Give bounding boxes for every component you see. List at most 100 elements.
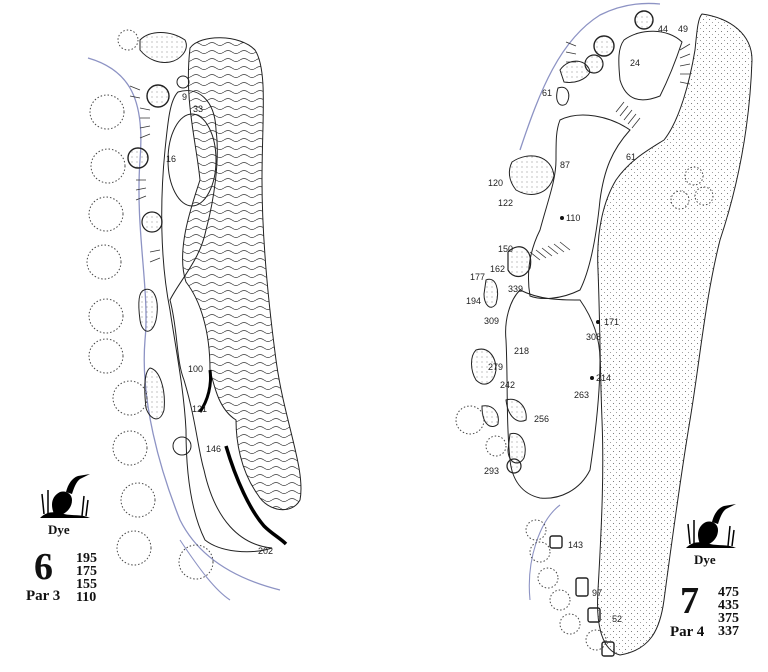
bunker	[481, 405, 499, 428]
yardage-label: 263	[574, 390, 589, 400]
yardage-label: 293	[484, 466, 499, 476]
hole7-yardages: 475 435 375 337	[718, 585, 739, 639]
bunker	[556, 86, 570, 106]
bunker	[507, 246, 532, 278]
bunker	[634, 10, 654, 30]
yardage-label: 61	[542, 88, 552, 98]
yardage-label: 339	[508, 284, 523, 294]
yardage-label: 146	[206, 444, 221, 454]
bunker	[507, 432, 526, 464]
yardage-label: 16	[166, 154, 176, 164]
yardage-label: 194	[466, 296, 481, 306]
hole6-number: 6	[34, 546, 53, 588]
yardage-label: 218	[514, 346, 529, 356]
hole7-waste-area	[597, 13, 753, 656]
yardage-tee: 435	[718, 598, 739, 613]
bunker	[505, 398, 527, 422]
yardage-label: 162	[490, 264, 505, 274]
tee-box	[575, 577, 589, 597]
bunker	[139, 32, 187, 63]
bunker	[146, 84, 170, 108]
hole6-water-hazard	[182, 37, 302, 510]
bunker	[506, 458, 522, 474]
hole-7-map: 44 49 24 61 61 87 120 122 110 150 162 17…	[455, 2, 753, 657]
hole6-hatches	[129, 85, 161, 263]
hole7-trees	[455, 166, 714, 651]
hole6-par: Par 3	[26, 588, 61, 604]
hole7-number: 7	[680, 580, 699, 622]
hole6-trees	[86, 29, 214, 580]
hole6-yardage-labels: 9 33 16 100 121 146 202	[166, 92, 273, 556]
yardage-label: 308	[586, 332, 601, 342]
tee-box	[587, 607, 601, 623]
hole6-bulkhead-2	[224, 445, 288, 546]
yardage-label: 120	[488, 178, 503, 188]
hole7-water-line-top	[519, 2, 661, 151]
heron-logo-icon	[40, 474, 90, 518]
hole-6-map: 9 33 16 100 121 146 202	[86, 29, 302, 601]
hole7-markers	[560, 216, 600, 380]
yardage-label: 110	[566, 213, 580, 223]
bunker	[508, 155, 555, 195]
bunker	[144, 367, 165, 420]
hole6-water-line-bottom	[179, 539, 231, 601]
bunker	[471, 348, 497, 385]
yardage-label: 33	[193, 104, 203, 114]
bunker	[176, 75, 190, 89]
yardage-tee: 110	[76, 590, 97, 605]
yardage-label: 177	[470, 272, 485, 282]
hole7-designer: Dye	[694, 552, 716, 567]
heron-logo-icon	[686, 504, 736, 548]
yardage-tee: 155	[76, 577, 97, 592]
yardage-label: 9	[182, 92, 187, 102]
yardage-label: 97	[592, 588, 602, 598]
hole7-yardage-labels: 44 49 24 61 61 87 120 122 110 150 162 17…	[466, 24, 688, 624]
hole6-designer: Dye	[48, 522, 70, 537]
hole7-par: Par 4	[670, 624, 705, 640]
bunker	[559, 60, 591, 83]
bunker	[593, 35, 615, 57]
hole7-bunkers	[471, 10, 654, 474]
yardage-tee: 375	[718, 611, 739, 626]
yardage-label: 52	[612, 614, 622, 624]
bunker	[138, 288, 158, 332]
hole7-fairway	[505, 30, 683, 499]
bunker	[172, 436, 192, 456]
yardage-label: 87	[560, 160, 570, 170]
yardage-label: 309	[484, 316, 499, 326]
hole7-water-line-bottom	[528, 504, 561, 601]
yardage-label: 61	[626, 152, 636, 162]
hole6-green	[167, 113, 217, 207]
hole6-water-line-left	[87, 57, 281, 591]
bunker	[483, 278, 499, 308]
hole6-yardages: 195 175 155 110	[76, 551, 97, 605]
yardage-label: 242	[500, 380, 515, 390]
bunker	[127, 147, 149, 169]
yardage-label: 100	[188, 364, 203, 374]
yardage-label: 49	[678, 24, 688, 34]
yardage-tee: 195	[76, 551, 97, 566]
yardage-label: 24	[630, 58, 640, 68]
yardage-label: 150	[498, 244, 513, 254]
yardage-label: 44	[658, 24, 668, 34]
hole6-bunkers	[127, 32, 192, 456]
yardage-label: 279	[488, 362, 503, 372]
yardage-tee: 475	[718, 585, 739, 600]
yardage-label: 143	[568, 540, 583, 550]
yardage-label: 121	[192, 404, 207, 414]
yardage-label: 202	[258, 546, 273, 556]
yardage-label: 122	[498, 198, 513, 208]
yardage-label: 256	[534, 414, 549, 424]
yardage-label: 171	[604, 317, 619, 327]
tee-box	[549, 535, 563, 549]
yardage-label: 214	[596, 373, 611, 383]
bunker	[141, 211, 163, 233]
hole7-tee-boxes	[549, 535, 615, 657]
hole6-bulkhead-1	[198, 369, 212, 413]
hole6-fairway	[161, 90, 273, 553]
tee-box	[601, 641, 615, 657]
hole7-hatches	[529, 41, 691, 261]
yardage-tee: 337	[718, 624, 739, 639]
